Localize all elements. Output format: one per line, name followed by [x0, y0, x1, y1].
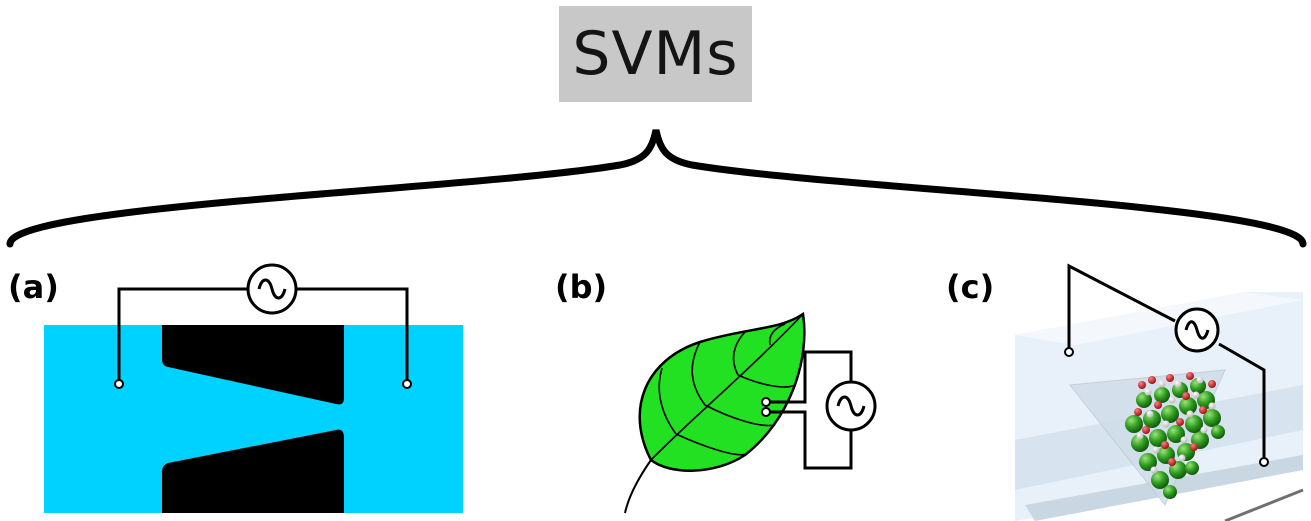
circuit-wire-b-lower	[766, 410, 853, 470]
sine-wave-icon	[257, 278, 287, 300]
leaf-veins	[650, 313, 804, 461]
circuit-wire-c-right	[1218, 342, 1266, 462]
panel-a-drawing	[44, 263, 463, 513]
curly-brace	[6, 129, 1307, 248]
panel-c-drawing	[1015, 263, 1304, 521]
title-box: SVMs	[559, 6, 752, 102]
panel-b-drawing	[624, 311, 877, 514]
electrode-terminal	[761, 407, 771, 417]
electrode-terminal	[114, 379, 124, 389]
circuit-wire-a	[117, 287, 248, 384]
membrane-slab-top	[1015, 292, 1303, 345]
panel-a-label: (a)	[8, 268, 59, 306]
electrode-terminal	[402, 379, 412, 389]
membrane-edge	[1224, 488, 1304, 521]
sine-wave-icon	[1184, 320, 1210, 340]
circuit-wire-c	[1067, 263, 1176, 352]
lower-nanopore-wall	[162, 429, 344, 513]
electrode-terminal	[761, 397, 771, 407]
sine-wave-icon	[836, 395, 866, 417]
panel-c-label: (c)	[946, 268, 995, 306]
diagram-title: SVMs	[572, 19, 739, 89]
leaf-stem	[624, 459, 652, 514]
panel-b-label: (b)	[555, 268, 608, 306]
circuit-wire-b	[766, 350, 853, 404]
circuit-wire-a-right	[296, 287, 409, 384]
electrode-terminal	[1259, 457, 1269, 467]
upper-nanopore-wall	[162, 325, 344, 405]
particle-cluster	[1125, 372, 1225, 499]
electrode-terminal	[1064, 347, 1074, 357]
